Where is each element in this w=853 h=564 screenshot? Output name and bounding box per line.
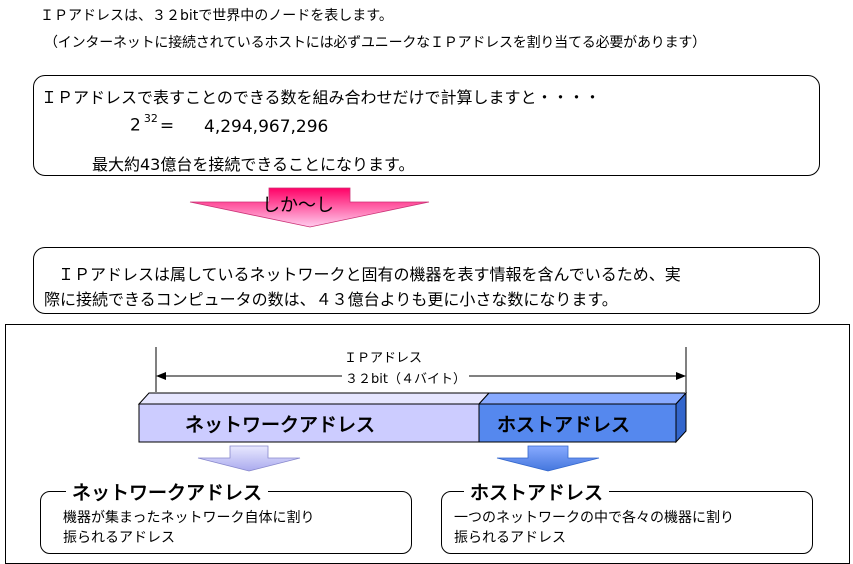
note-line-2: 際に接続できるコンピュータの数は、４３億台よりも更に小さな数になります。: [44, 290, 618, 309]
however-label: しか～し: [262, 195, 334, 216]
host-bar-front: [478, 403, 677, 443]
power-exponent: 32: [143, 112, 158, 125]
network-card-line-2: 振られるアドレス: [63, 530, 175, 546]
host-down-arrow: [496, 445, 600, 472]
intro-line-2: （インターネットに接続されているホストには必ずユニークなＩＰアドレスを割り当てる…: [44, 35, 706, 51]
span-label: ＩＰアドレス: [344, 351, 423, 366]
host-card-line-1: 一つのネットワークの中で各々の機器に割り: [454, 510, 734, 526]
span-sublabel: ３２bit（４バイト）: [342, 368, 469, 387]
note-box: [33, 247, 820, 314]
network-down-arrow: [197, 445, 301, 472]
host-bar-label: ホストアドレス: [497, 414, 631, 436]
equals-sign: =: [159, 115, 175, 136]
host-card-title: ホストアドレス: [464, 478, 610, 505]
host-bar-side: [675, 391, 687, 444]
calculation-description: ＩＰアドレスで表すことのできる数を組み合わせだけで計算しますと・・・・: [41, 88, 601, 107]
network-bar-front: [138, 403, 480, 443]
network-bar-label: ネットワークアドレス: [185, 414, 376, 436]
network-card-line-1: 機器が集まったネットワーク自体に割り: [63, 510, 315, 526]
calculation-box: [33, 75, 820, 176]
however-arrow: [189, 187, 430, 228]
power-base: 2: [130, 115, 141, 136]
however-arrow-shape: [189, 187, 430, 228]
host-card-line-2: 振られるアドレス: [454, 530, 566, 546]
intro-line-1: ＩＰアドレスは、３２bitで世界中のノードを表します。: [40, 8, 393, 24]
max-connections-text: 最大約43億台を接続できることになります。: [92, 155, 415, 174]
note-line-1: ＩＰアドレスは属しているネットワークと固有の機器を表す情報を含んでいるため、実: [58, 265, 681, 284]
network-card-title: ネットワークアドレス: [66, 478, 269, 505]
power-result: 4,294,967,296: [204, 117, 329, 137]
